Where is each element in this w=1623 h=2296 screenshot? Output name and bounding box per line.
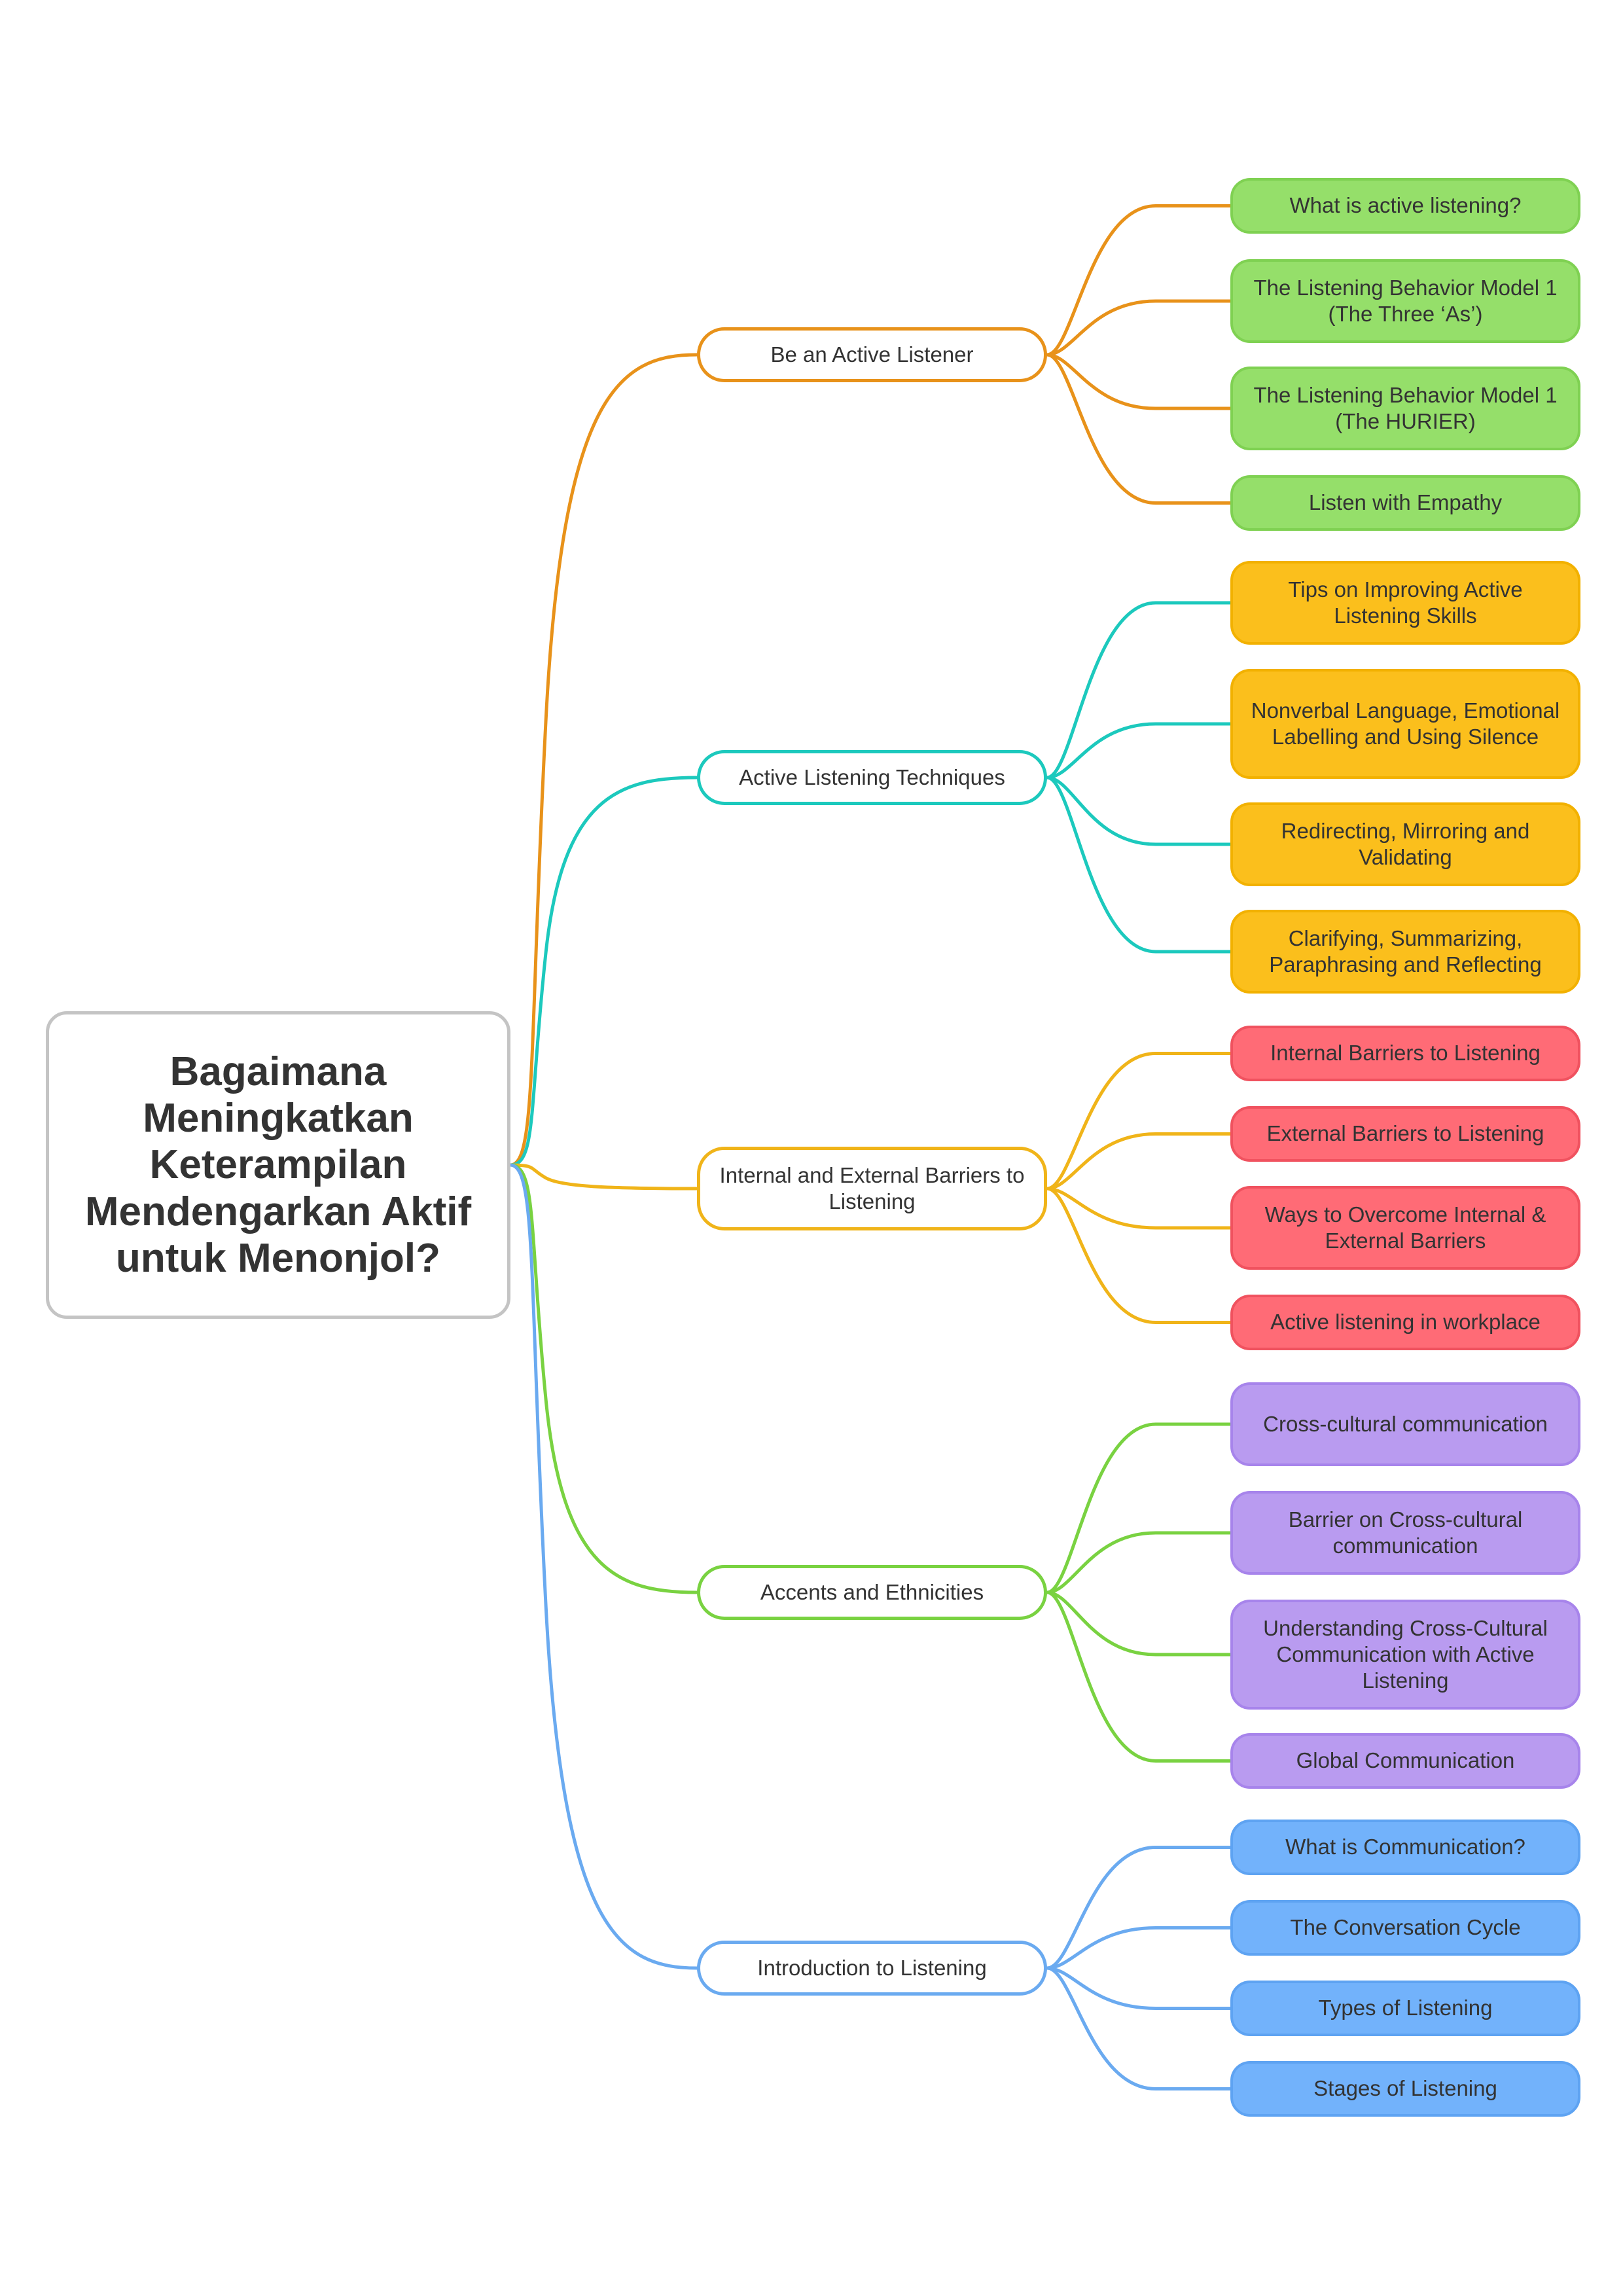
leaf-connector: [1045, 1531, 1232, 1594]
leaf-label: Nonverbal Language, Emotional Labelling …: [1251, 698, 1560, 749]
leaf-label: Clarifying, Summarizing, Paraphrasing an…: [1269, 925, 1542, 977]
leaf-tips-improving-active-listening[interactable]: Tips on Improving Active Listening Skill…: [1230, 561, 1580, 645]
branch-label: Be an Active Listener: [770, 342, 974, 367]
leaf-connector: [1045, 1590, 1232, 1657]
branch-label: Internal and External Barriers to Listen…: [719, 1162, 1025, 1213]
leaf-types-of-listening[interactable]: Types of Listening: [1230, 1981, 1580, 2036]
leaf-connector: [1045, 1846, 1232, 1970]
branch-label: Introduction to Listening: [757, 1955, 987, 1980]
leaf-label: Cross-cultural communication: [1263, 1411, 1548, 1436]
leaf-label: External Barriers to Listening: [1266, 1121, 1544, 1146]
leaf-clarifying-summarizing[interactable]: Clarifying, Summarizing, Paraphrasing an…: [1230, 910, 1580, 994]
branch-be-an-active-listener[interactable]: Be an Active Listener: [697, 327, 1047, 382]
leaf-stages-of-listening[interactable]: Stages of Listening: [1230, 2061, 1580, 2117]
central-topic-title: Bagaimana Meningkatkan Keterampilan Mend…: [84, 1049, 472, 1281]
leaf-label: Understanding Cross-Cultural Communicati…: [1263, 1615, 1548, 1693]
leaf-label: Barrier on Cross-cultural communication: [1288, 1507, 1523, 1558]
leaf-connector: [1045, 1966, 1232, 2010]
leaf-cross-cultural-communication[interactable]: Cross-cultural communication: [1230, 1382, 1580, 1466]
leaf-connector: [1045, 299, 1232, 357]
leaf-connector: [1045, 1187, 1232, 1324]
leaf-label: What is active listening?: [1289, 193, 1522, 218]
leaf-label: The Listening Behavior Model 1 (The Thre…: [1253, 275, 1558, 326]
leaf-connector: [1045, 1132, 1232, 1191]
branch-label: Active Listening Techniques: [739, 764, 1005, 789]
leaf-connector: [1045, 722, 1232, 780]
leaf-label: Ways to Overcome Internal & External Bar…: [1264, 1202, 1546, 1253]
branch-introduction-to-listening[interactable]: Introduction to Listening: [697, 1941, 1047, 1996]
leaf-ways-to-overcome-barriers[interactable]: Ways to Overcome Internal & External Bar…: [1230, 1186, 1580, 1270]
leaf-label: The Conversation Cycle: [1290, 1915, 1521, 1940]
branch-connector: [508, 776, 699, 1167]
leaf-redirecting-mirroring-validating[interactable]: Redirecting, Mirroring and Validating: [1230, 802, 1580, 886]
leaf-connector: [1045, 1966, 1232, 2090]
leaf-internal-barriers[interactable]: Internal Barriers to Listening: [1230, 1026, 1580, 1081]
leaf-connector: [1045, 1590, 1232, 1763]
branch-label: Accents and Ethnicities: [760, 1579, 984, 1604]
leaf-label: The Listening Behavior Model 1 (The HURI…: [1253, 382, 1558, 433]
leaf-connector: [1045, 776, 1232, 846]
leaf-label: Stages of Listening: [1313, 2076, 1497, 2101]
leaf-listening-behavior-model-hurier[interactable]: The Listening Behavior Model 1 (The HURI…: [1230, 367, 1580, 450]
branch-accents-and-ethnicities[interactable]: Accents and Ethnicities: [697, 1565, 1047, 1620]
leaf-connector: [1045, 1052, 1232, 1191]
leaf-what-is-active-listening[interactable]: What is active listening?: [1230, 178, 1580, 234]
leaf-listen-with-empathy[interactable]: Listen with Empathy: [1230, 475, 1580, 531]
leaf-connector: [1045, 353, 1232, 505]
leaf-understanding-cross-cultural[interactable]: Understanding Cross-Cultural Communicati…: [1230, 1600, 1580, 1710]
leaf-barrier-cross-cultural[interactable]: Barrier on Cross-cultural communication: [1230, 1491, 1580, 1575]
leaf-external-barriers[interactable]: External Barriers to Listening: [1230, 1106, 1580, 1162]
leaf-label: Internal Barriers to Listening: [1270, 1041, 1541, 1066]
leaf-label: Redirecting, Mirroring and Validating: [1281, 818, 1530, 869]
leaf-active-listening-workplace[interactable]: Active listening in workplace: [1230, 1295, 1580, 1350]
leaf-what-is-communication[interactable]: What is Communication?: [1230, 1820, 1580, 1875]
leaf-connector: [1045, 601, 1232, 780]
leaf-label: Types of Listening: [1318, 1996, 1493, 2020]
branch-connector: [508, 1163, 699, 1191]
leaf-listening-behavior-model-three-as[interactable]: The Listening Behavior Model 1 (The Thre…: [1230, 259, 1580, 343]
branch-active-listening-techniques[interactable]: Active Listening Techniques: [697, 750, 1047, 805]
central-topic[interactable]: Bagaimana Meningkatkan Keterampilan Mend…: [46, 1011, 510, 1319]
leaf-label: Listen with Empathy: [1308, 490, 1503, 515]
leaf-label: Global Communication: [1296, 1748, 1515, 1773]
leaf-nonverbal-language[interactable]: Nonverbal Language, Emotional Labelling …: [1230, 669, 1580, 779]
branch-connector: [508, 1163, 699, 1970]
leaf-conversation-cycle[interactable]: The Conversation Cycle: [1230, 1900, 1580, 1956]
branch-connector: [508, 1163, 699, 1594]
leaf-connector: [1045, 353, 1232, 410]
leaf-connector: [1045, 1422, 1232, 1594]
leaf-label: Tips on Improving Active Listening Skill…: [1288, 577, 1523, 628]
leaf-global-communication[interactable]: Global Communication: [1230, 1733, 1580, 1789]
leaf-connector: [1045, 776, 1232, 954]
leaf-connector: [1045, 204, 1232, 357]
leaf-connector: [1045, 1187, 1232, 1230]
branch-connector: [508, 353, 699, 1167]
leaf-label: What is Communication?: [1285, 1835, 1525, 1859]
leaf-label: Active listening in workplace: [1270, 1310, 1541, 1335]
branch-internal-external-barriers[interactable]: Internal and External Barriers to Listen…: [697, 1147, 1047, 1230]
leaf-connector: [1045, 1926, 1232, 1970]
